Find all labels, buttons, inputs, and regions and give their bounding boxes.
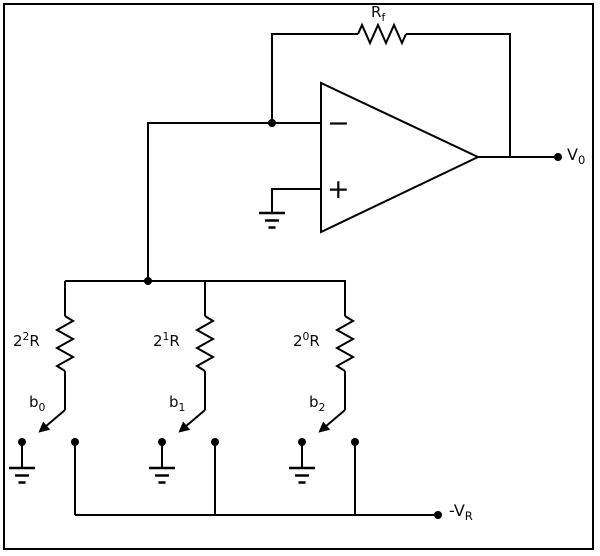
branch2-resistor-zigzag	[194, 315, 216, 372]
branch1-ground-symbol	[9, 466, 35, 484]
branch2-resistor-coeff: 2	[153, 332, 163, 350]
branch3-resistor-exp: 0	[302, 330, 310, 343]
branch2-bit-label-sub: 1	[178, 401, 186, 414]
reference-node-label: -VR	[449, 501, 473, 524]
branch1-ground-contact-dot	[18, 438, 26, 446]
reference-node-label-base: -V	[449, 501, 465, 520]
opamp-ground-symbol	[259, 211, 285, 229]
branch2-ground-symbol	[149, 466, 175, 484]
output-node-label: V0	[567, 145, 586, 168]
inverting-input-wire	[147, 122, 321, 281]
output-node-label-base: V	[567, 145, 578, 164]
reference-node-label-sub: R	[464, 509, 473, 524]
branch2-bit-label: b1	[169, 393, 186, 414]
reference-node-dot	[434, 511, 442, 519]
branch1-bit-label-base: b	[29, 393, 39, 411]
feedback-wire-left	[271, 33, 358, 123]
branch1-resistor-exp: 2	[22, 330, 30, 343]
branch1-resistor-unit: R	[29, 332, 40, 350]
output-node-dot	[554, 153, 562, 161]
feedback-resistor-label: Rf	[371, 3, 386, 24]
feedback-wire-right	[406, 33, 511, 157]
diagram-border	[3, 3, 594, 550]
top-bus-junction-dot	[144, 277, 152, 285]
feedback-resistor-label-sub: f	[381, 11, 386, 24]
branch3-ground-symbol	[289, 466, 315, 484]
branch1-resistor-coeff: 2	[13, 332, 23, 350]
branch3-resistor-coeff: 2	[293, 332, 303, 350]
branch3-reference-contact-dot	[351, 438, 359, 446]
branch2-ground-contact-dot	[158, 438, 166, 446]
branch3-resistor-label: 20R	[293, 331, 320, 350]
branch3-bit-switch-arrow	[318, 409, 346, 433]
branch3-resistor-unit: R	[309, 332, 320, 350]
branch3-bit-label-base: b	[309, 393, 319, 411]
opamp-inverting-input-sign: −	[327, 108, 350, 139]
branch2-bit-switch-arrow	[178, 409, 206, 433]
ground-symbols	[9, 211, 315, 484]
junction-dots	[18, 119, 562, 519]
branch1-bit-label-sub: 0	[38, 401, 46, 414]
branch2-resistor-label: 21R	[153, 331, 180, 350]
branch2-reference-contact-dot	[211, 438, 219, 446]
branch1-bit-switch-arrow	[38, 409, 66, 433]
opamp-triangle	[320, 81, 481, 234]
branch3-resistor-zigzag	[334, 315, 356, 372]
feedback-resistor-zigzag	[357, 22, 407, 46]
branch2-resistor-exp: 1	[162, 330, 170, 343]
branch2-bit-label-base: b	[169, 393, 179, 411]
summing-junction-dot	[268, 119, 276, 127]
branch1-bit-label: b0	[29, 393, 46, 414]
feedback-resistor-label-base: R	[371, 3, 382, 21]
branch3-bit-label: b2	[309, 393, 326, 414]
branch3-bit-label-sub: 2	[318, 401, 326, 414]
output-node-label-sub: 0	[577, 153, 586, 168]
opamp-noninverting-input-sign: +	[327, 174, 350, 205]
branch2-resistor-unit: R	[169, 332, 180, 350]
branch1-resistor-label: 22R	[13, 331, 40, 350]
branch1-resistor-zigzag	[54, 315, 76, 372]
noninverting-input-wire	[271, 188, 321, 212]
branch3-ground-contact-dot	[298, 438, 306, 446]
branch1-reference-contact-dot	[71, 438, 79, 446]
